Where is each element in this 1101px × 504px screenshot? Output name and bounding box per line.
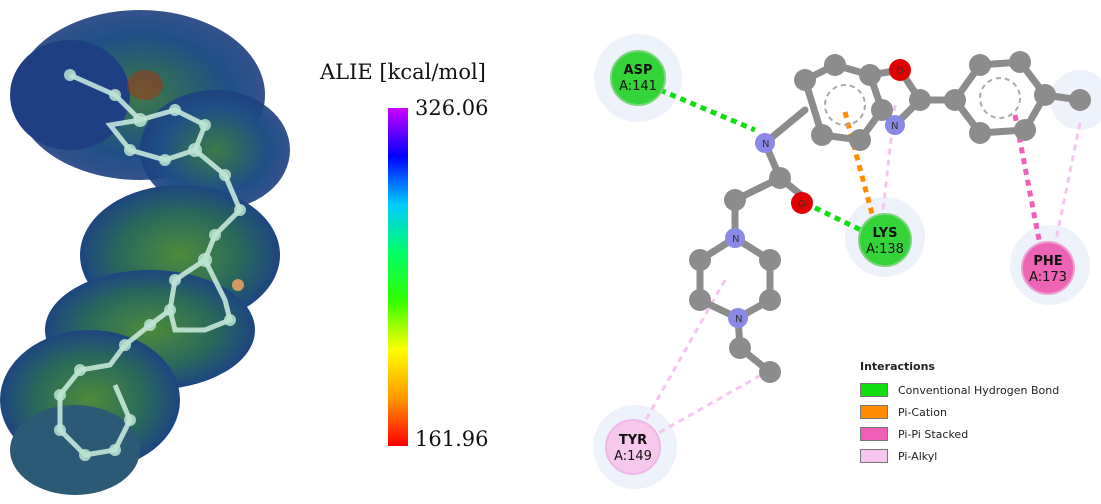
oxazole-oxygen-atom xyxy=(889,59,911,81)
residue-asp-name: ASP xyxy=(624,63,653,78)
residue-phe-name: PHE xyxy=(1033,254,1062,269)
legend-label-pi-pi: Pi-Pi Stacked xyxy=(898,427,969,441)
residue-phe: PHE A:173 xyxy=(1021,241,1075,295)
hbond-asp-line xyxy=(659,87,756,133)
oxazole-oxygen-label: O xyxy=(896,66,904,77)
aromatic-rings xyxy=(824,77,1021,126)
interaction-lines xyxy=(638,87,1082,437)
residue-lys: LYS A:138 xyxy=(858,213,912,267)
colorbar-title: ALIE [kcal/mol] xyxy=(320,60,486,84)
legend-title: Interactions xyxy=(860,360,935,373)
residue-tyr-label: A:149 xyxy=(614,449,652,464)
piperazine-nitrogen-label-b: N xyxy=(735,314,742,325)
legend-swatch-pi-alkyl xyxy=(860,449,888,463)
hbond-lys-line xyxy=(803,200,867,235)
legend-label-hbond: Conventional Hydrogen Bond xyxy=(898,383,1060,397)
ligand-atoms xyxy=(689,51,1091,383)
piperazine-nitrogen-label-a: N xyxy=(732,234,739,245)
legend-item-pi-alkyl: Pi-Alkyl xyxy=(860,445,1080,467)
legend-item-pi-cation: Pi-Cation xyxy=(860,401,1080,423)
legend-item-pi-pi: Pi-Pi Stacked xyxy=(860,423,1080,445)
residue-asp: ASP A:141 xyxy=(610,50,666,106)
residue-lys-name: LYS xyxy=(872,226,897,241)
residue-asp-label: A:141 xyxy=(619,79,657,94)
interactions-legend: Interactions Conventional Hydrogen Bond … xyxy=(860,360,1080,467)
residue-tyr-name: TYR xyxy=(619,433,647,448)
oxazole-nitrogen-label: N xyxy=(891,121,898,132)
legend-item-hbond: Conventional Hydrogen Bond xyxy=(860,379,1080,401)
diagram-svg: N N N N O O ASP A:141 LYS A:138 PHE A:17… xyxy=(593,34,1101,489)
alie-colorbar: ALIE [kcal/mol] 326.06 161.96 xyxy=(300,0,520,500)
colorbar-max-label: 326.06 xyxy=(415,96,489,120)
colorbar-gradient xyxy=(388,108,408,446)
surface-svg xyxy=(0,10,290,495)
pi-alkyl-tyr-line-b xyxy=(654,368,771,437)
legend-label-pi-cation: Pi-Cation xyxy=(898,405,947,419)
amide-nitrogen-label: N xyxy=(762,139,769,150)
carbonyl-oxygen-atom xyxy=(791,192,813,214)
pi-cation-line xyxy=(842,111,878,226)
atom-symbols: N N N N O O xyxy=(732,66,904,325)
legend-swatch-pi-pi xyxy=(860,427,888,441)
carbonyl-oxygen-label: O xyxy=(798,199,806,210)
pi-alkyl-tyr-line-a xyxy=(638,279,727,431)
residue-phe-label: A:173 xyxy=(1029,270,1067,285)
residue-tyr: TYR A:149 xyxy=(605,419,661,475)
alie-surface-render xyxy=(0,0,300,500)
legend-swatch-hbond xyxy=(860,383,888,397)
surface-blobs xyxy=(0,10,290,495)
interaction-diagram: N N N N O O ASP A:141 LYS A:138 PHE A:17… xyxy=(560,0,1101,500)
residue-lys-label: A:138 xyxy=(866,242,904,257)
colorbar-min-label: 161.96 xyxy=(415,427,489,451)
pi-alkyl-phe-line xyxy=(1053,122,1082,246)
legend-label-pi-alkyl: Pi-Alkyl xyxy=(898,449,938,463)
legend-swatch-pi-cation xyxy=(860,405,888,419)
surface-atoms xyxy=(54,69,246,461)
pi-alkyl-lys-line xyxy=(880,104,897,219)
